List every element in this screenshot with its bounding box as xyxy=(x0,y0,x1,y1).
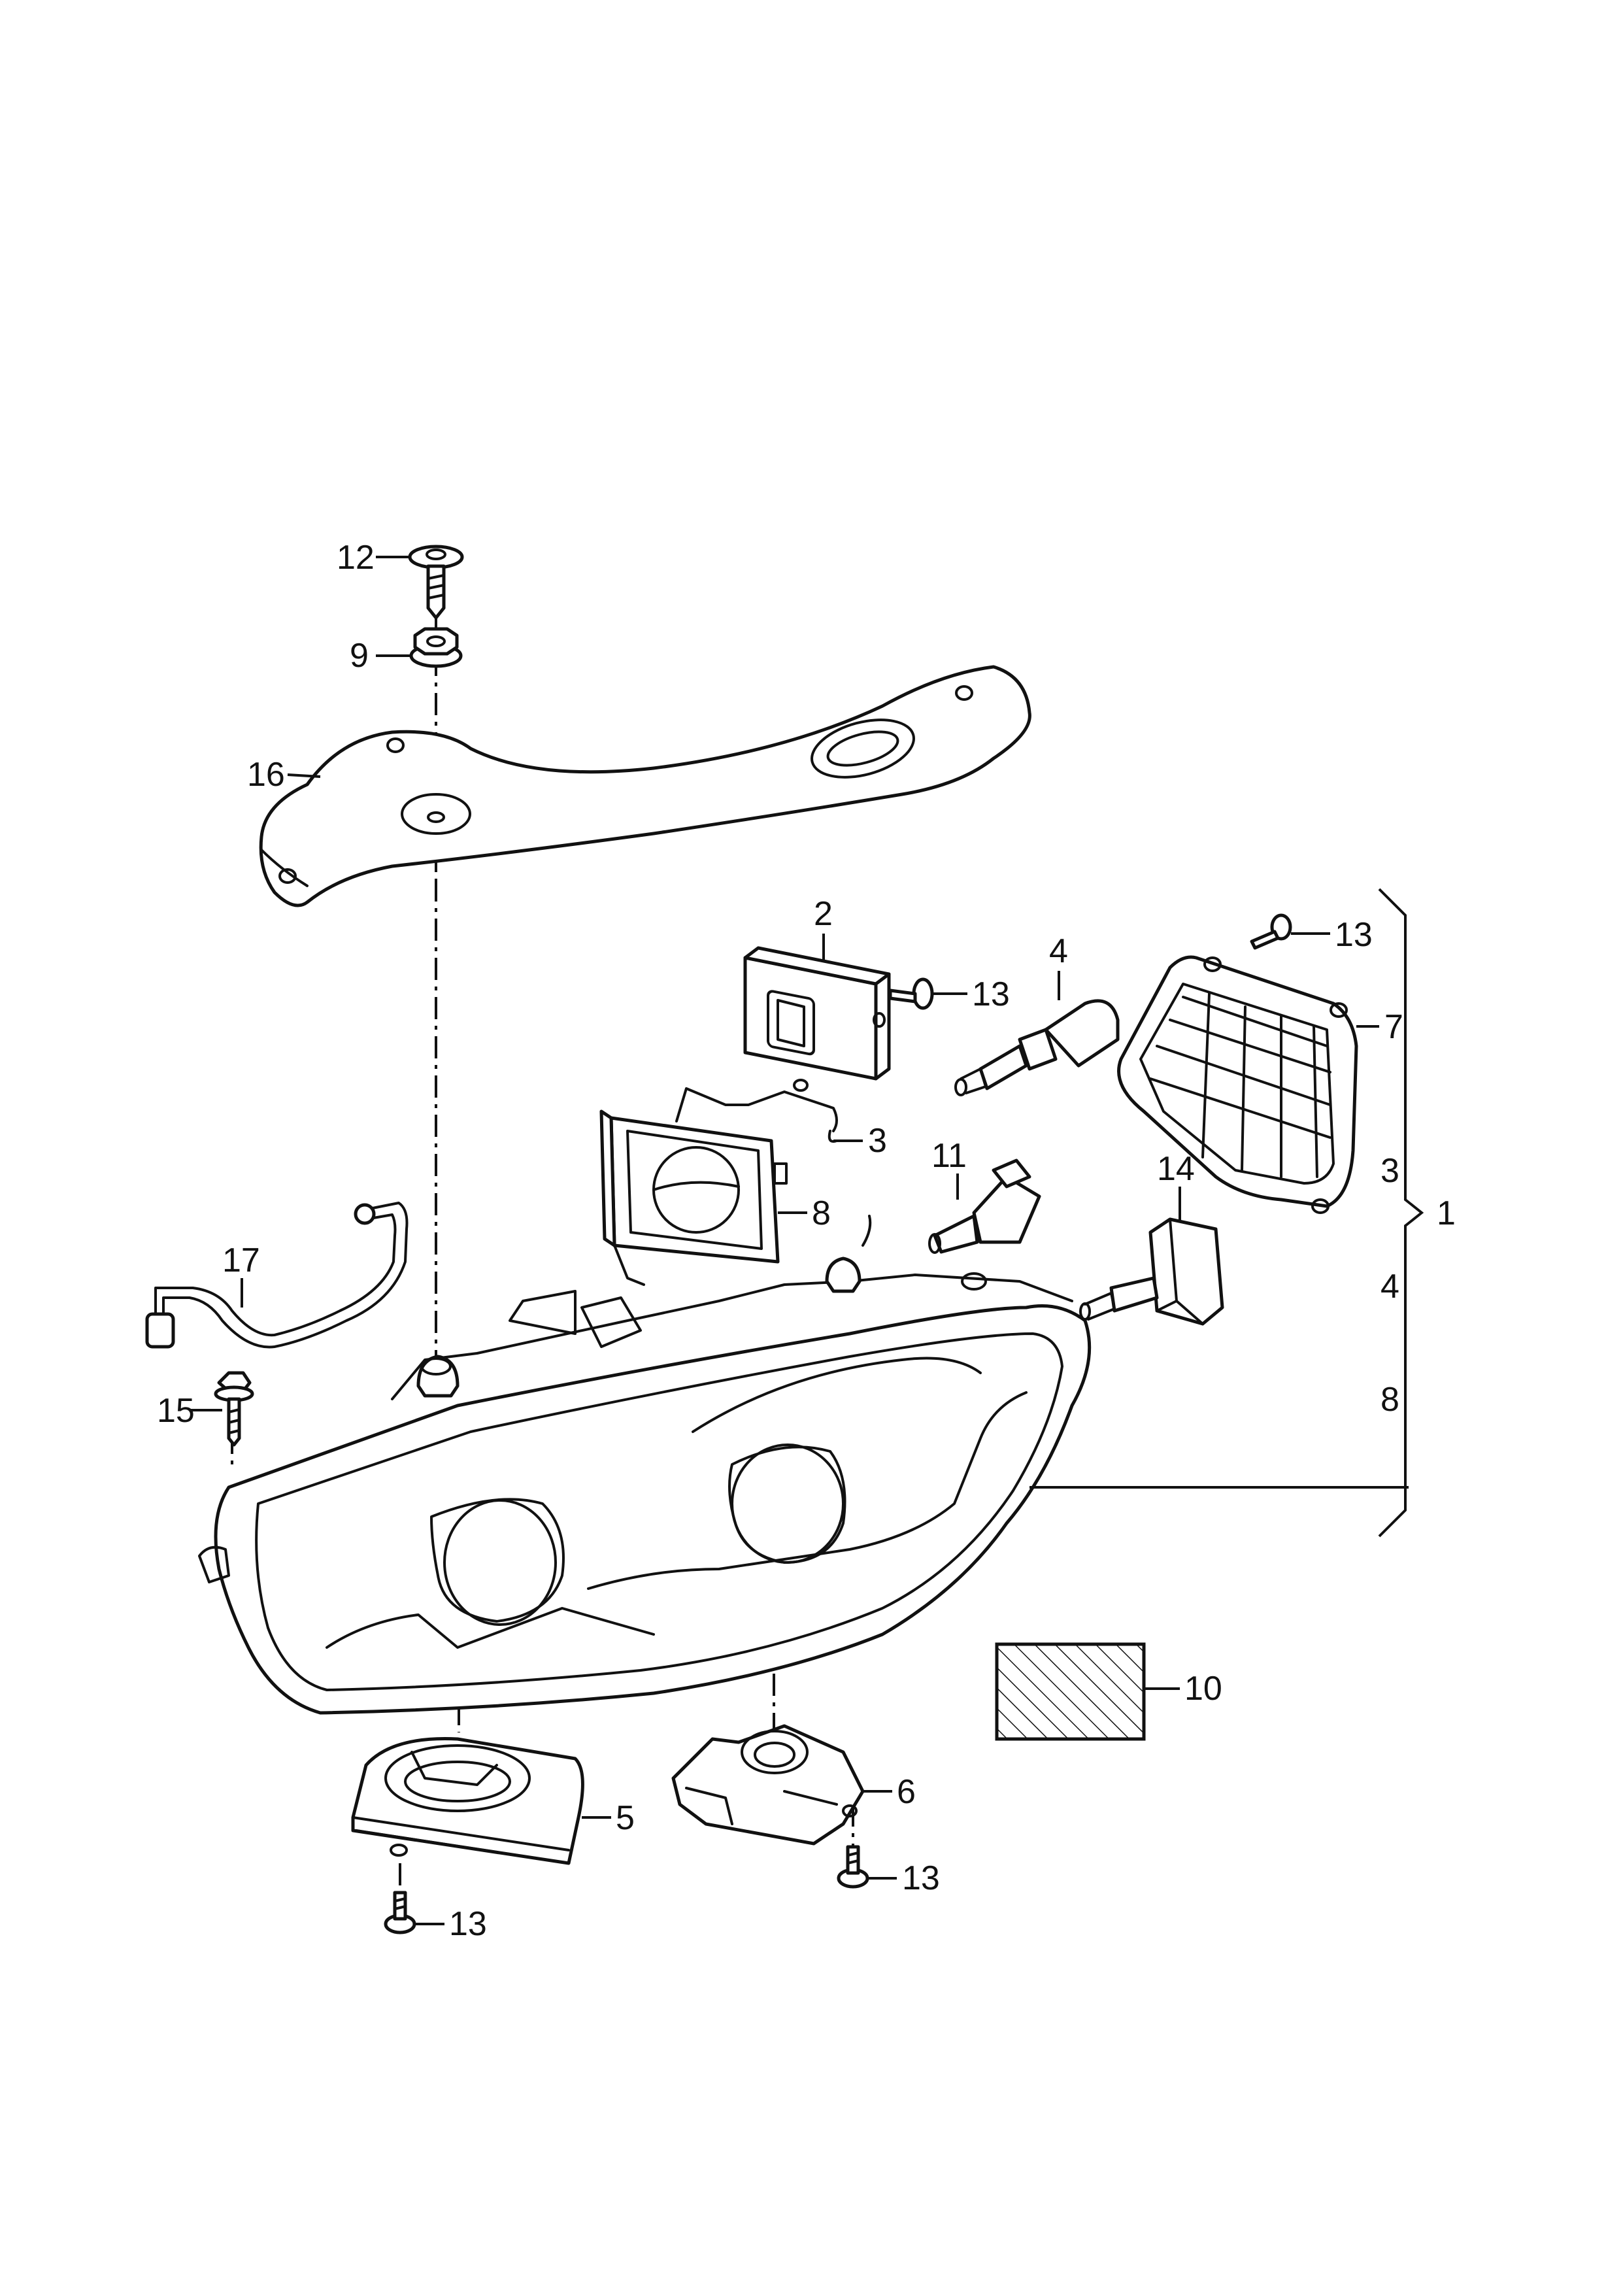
bolt-15 xyxy=(214,1371,254,1447)
callout-16: 16 xyxy=(247,756,285,794)
bracket-item-8: 8 xyxy=(1380,1381,1399,1419)
bracket-item-4: 4 xyxy=(1380,1268,1399,1306)
bracket-item-3: 3 xyxy=(1380,1152,1399,1190)
callout-14: 14 xyxy=(1157,1150,1195,1188)
bracket-16 xyxy=(259,665,1031,907)
screw-13-top-right xyxy=(1250,913,1292,950)
callout-9: 9 xyxy=(350,637,369,675)
callout-15: 15 xyxy=(157,1392,195,1430)
screw-13-lower-right xyxy=(837,1845,869,1889)
brace-1 xyxy=(1378,888,1424,1538)
callout-13c: 13 xyxy=(449,1905,487,1943)
cover-cap-5 xyxy=(351,1737,584,1865)
callout-8: 8 xyxy=(812,1194,831,1232)
control-unit-2 xyxy=(743,946,891,1092)
callout-13a: 13 xyxy=(972,975,1010,1013)
callout-2: 2 xyxy=(814,895,833,933)
housing-cover-7 xyxy=(1117,955,1358,1214)
callout-1: 1 xyxy=(1437,1194,1456,1232)
nut-9 xyxy=(409,627,463,668)
callout-11: 11 xyxy=(931,1137,967,1175)
callout-10: 10 xyxy=(1184,1670,1222,1708)
callout-13d: 13 xyxy=(902,1859,940,1897)
screw-13-lower-left xyxy=(384,1891,416,1934)
screw-13-upper xyxy=(888,977,934,1010)
cover-frame-8 xyxy=(599,1109,788,1286)
xenon-bulb-14 xyxy=(1079,1217,1224,1326)
hatched-label-10 xyxy=(995,1642,1146,1741)
headlight-assembly-1 xyxy=(198,1215,1092,1715)
callout-12: 12 xyxy=(337,539,375,577)
callout-7: 7 xyxy=(1384,1008,1403,1046)
callout-3: 3 xyxy=(868,1122,887,1160)
callout-5: 5 xyxy=(616,1799,635,1837)
ignition-module-6 xyxy=(671,1724,865,1846)
callout-4: 4 xyxy=(1049,932,1068,970)
callout-6: 6 xyxy=(897,1773,916,1811)
callout-13b: 13 xyxy=(1335,916,1373,954)
bulb-4 xyxy=(954,999,1120,1096)
vent-hose-17 xyxy=(145,1202,409,1349)
bulb-11 xyxy=(928,1158,1041,1254)
screw-with-washer-12 xyxy=(408,545,464,620)
callout-17: 17 xyxy=(222,1241,260,1279)
